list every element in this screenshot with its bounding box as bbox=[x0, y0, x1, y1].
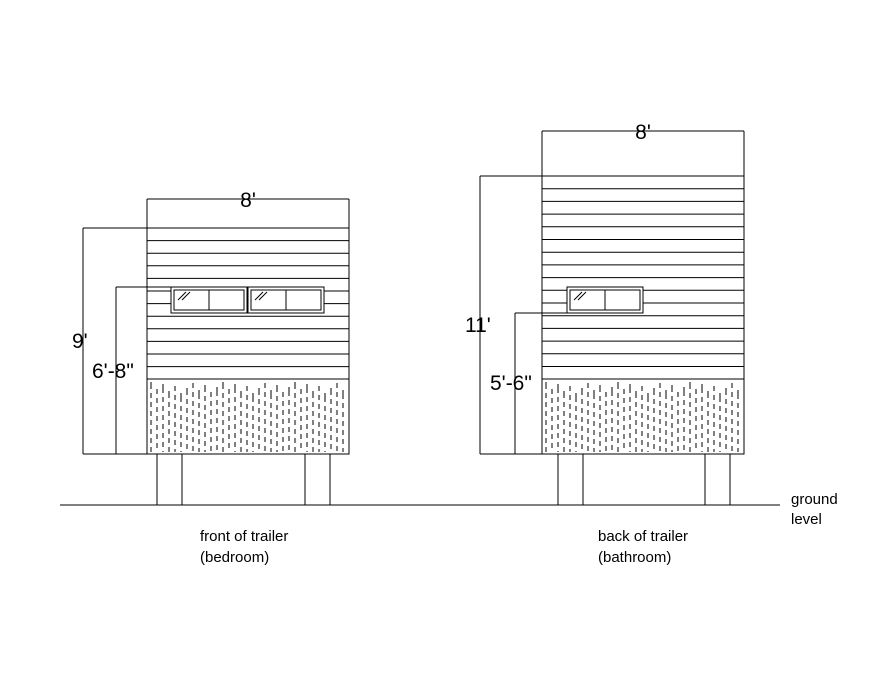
front-width-label: 8' bbox=[240, 189, 256, 212]
front-window-left bbox=[170, 286, 248, 314]
back-caption-line1: back of trailer bbox=[598, 528, 688, 545]
front-leg-left bbox=[156, 453, 183, 506]
back-window-height-label: 5'-6" bbox=[490, 372, 532, 395]
front-caption-line1: front of trailer bbox=[200, 528, 288, 545]
back-window-height-dimension: 5'-6" bbox=[490, 312, 567, 454]
back-elevation: 8' 11' 5'-6" back of trailer (bathroom) bbox=[465, 121, 745, 566]
front-window-height-label: 6'-8" bbox=[92, 360, 134, 383]
back-leg-left bbox=[557, 453, 584, 506]
front-height-dimension: 9' bbox=[72, 227, 147, 455]
back-wall-outline bbox=[541, 175, 745, 455]
back-height-dimension: 11' bbox=[465, 175, 542, 455]
front-width-dimension: 8' bbox=[146, 189, 350, 228]
front-siding bbox=[147, 240, 349, 368]
ground-label-line2: level bbox=[791, 511, 822, 528]
ground-label-line1: ground bbox=[791, 491, 838, 508]
back-window bbox=[566, 286, 644, 314]
back-height-label: 11' bbox=[465, 314, 491, 337]
front-caption-line2: (bedroom) bbox=[200, 549, 269, 566]
back-siding bbox=[542, 188, 744, 367]
front-skirting bbox=[147, 378, 349, 452]
front-window-right bbox=[247, 286, 325, 314]
back-width-label: 8' bbox=[635, 121, 651, 144]
front-height-label: 9' bbox=[72, 330, 88, 353]
back-caption-line2: (bathroom) bbox=[598, 549, 671, 566]
front-window-height-dimension: 6'-8" bbox=[92, 286, 171, 454]
back-leg-right bbox=[704, 453, 731, 506]
back-width-dimension: 8' bbox=[541, 121, 745, 176]
front-elevation: 8' 9' 6'-8" front of trailer (bedroom) bbox=[72, 189, 350, 566]
front-leg-right bbox=[304, 453, 331, 506]
back-skirting bbox=[542, 378, 744, 452]
